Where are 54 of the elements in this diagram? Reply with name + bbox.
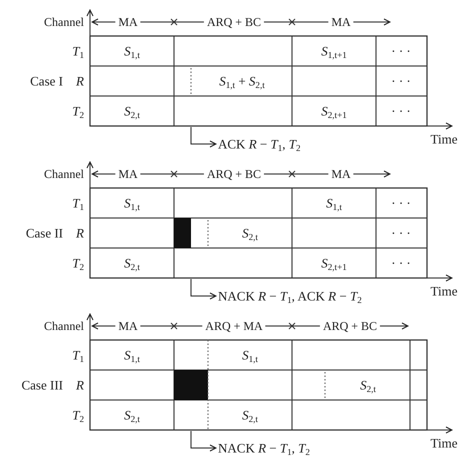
cell-text: S$_{2,t+1}$ [321, 104, 347, 118]
cell-text: S$_{2,t}$ [124, 408, 140, 422]
time-label: Time [430, 132, 458, 146]
cell-text: · · · [391, 196, 411, 210]
phase-label: MA [115, 16, 141, 28]
cell-text: S$_{2,t}$ [360, 378, 376, 392]
cell-text: S$_{2,t}$ [124, 256, 140, 270]
cell-text: S$_{2,t}$ [242, 408, 258, 422]
phase-label: ARQ + BC [204, 168, 264, 180]
cell-text: · · · [391, 104, 411, 118]
phase-label: MA [328, 168, 354, 180]
row-label: R [76, 378, 84, 392]
ack-note: NACK R − T$_{1}$, T$_{2}$ [218, 442, 310, 454]
ack-arrow [190, 126, 216, 148]
ack-note: NACK R − T$_{1}$, ACK R − T$_{2}$ [218, 290, 362, 302]
ack-arrow [190, 278, 216, 300]
phase-label: ARQ + BC [320, 320, 380, 332]
channel-label: Channel [44, 320, 84, 332]
time-label: Time [430, 436, 458, 450]
cell-text: · · · [391, 256, 411, 270]
row-label: T$_{2}$ [72, 408, 84, 422]
cell-text: S$_{2,t+1}$ [321, 256, 347, 270]
phase-label: ARQ + BC [204, 16, 264, 28]
row-label: T$_{2}$ [72, 256, 84, 270]
channel-label: Channel [44, 16, 84, 28]
cell-text: · · · [391, 74, 411, 88]
phase-label: ARQ + MA [202, 320, 266, 332]
case-label: Case I [30, 74, 63, 88]
case-label: Case III [21, 378, 63, 392]
ack-arrow [190, 430, 216, 452]
cell-text: S$_{2,t}$ [242, 226, 258, 240]
cell-text: S$_{1,t}$ [124, 196, 140, 210]
cell-text: S$_{1,t+1}$ [321, 44, 347, 58]
cell-text: S$_{2,t}$ [124, 104, 140, 118]
row-label: R [76, 74, 84, 88]
time-label: Time [430, 284, 458, 298]
cell-text: S$_{1,t}$ [326, 196, 342, 210]
ack-note: ACK R − T$_{1}$, T$_{2}$ [218, 138, 301, 150]
row-label: T$_{1}$ [72, 196, 84, 210]
row-label: T$_{1}$ [72, 44, 84, 58]
case-label: Case II [26, 226, 63, 240]
phase-label: MA [115, 320, 141, 332]
phase-label: MA [115, 168, 141, 180]
cell-text: S$_{1,t}$ [124, 44, 140, 58]
cell-text: S$_{1,t}$ + S$_{2,t}$ [219, 74, 265, 88]
cell-text: · · · [391, 226, 411, 240]
row-label: T$_{2}$ [72, 104, 84, 118]
cell-text: · · · [391, 44, 411, 58]
cell-text: S$_{1,t}$ [242, 348, 258, 362]
phase-label: MA [328, 16, 354, 28]
row-label: R [76, 226, 84, 240]
channel-label: Channel [44, 168, 84, 180]
row-label: T$_{1}$ [72, 348, 84, 362]
cell-text: S$_{1,t}$ [124, 348, 140, 362]
